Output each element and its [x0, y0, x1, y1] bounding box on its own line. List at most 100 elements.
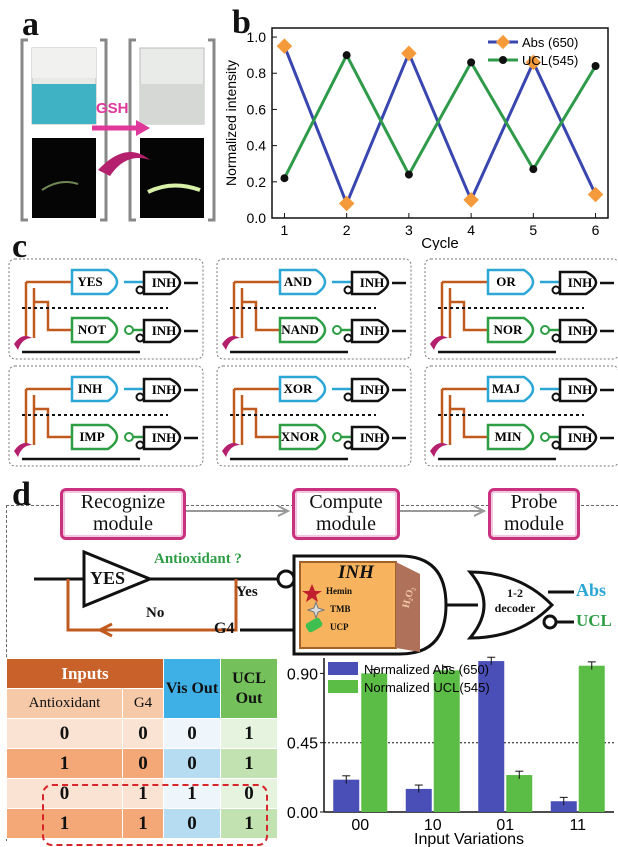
tmb-sparkle-icon	[306, 600, 326, 620]
legend-swatch	[328, 662, 358, 675]
bottom-gate-label: MIN	[495, 429, 522, 444]
arrow-icon	[277, 505, 291, 517]
bottom-gate-label: NOT	[78, 322, 107, 337]
bar	[333, 779, 360, 812]
inh-gate	[142, 377, 182, 403]
series-line	[283, 51, 597, 179]
inh-gate	[142, 318, 182, 344]
inverter-bubble	[276, 569, 296, 589]
inh-label: INH	[338, 562, 374, 583]
data-point	[591, 62, 600, 70]
y-tick-label: 0.0	[247, 210, 267, 226]
x-tick-label: 3	[405, 222, 413, 238]
ucp-label: UCP	[330, 622, 349, 632]
data-point	[463, 192, 479, 208]
x-tick-label: 4	[467, 222, 475, 238]
antioxidant-label: Antioxidant ?	[154, 551, 242, 567]
panel-label-b: b	[232, 4, 251, 41]
data-point	[404, 170, 413, 179]
truth-table-cell: 0	[163, 748, 221, 779]
truth-table-cell: 1	[220, 808, 278, 839]
truth-table-cell: 0	[6, 718, 123, 749]
ucl-output-label: UCL	[576, 611, 612, 630]
bottom-gate-label: NAND	[281, 322, 319, 337]
bottom-gate	[486, 423, 535, 451]
inh-gate-label: INH	[360, 430, 385, 445]
inh-gate	[558, 377, 598, 403]
y-tick-label: 0.2	[247, 174, 267, 190]
inh-gate	[350, 377, 390, 403]
inh-gate-label: INH	[568, 275, 593, 290]
panel-d-circuit	[34, 505, 574, 656]
x-tick-label: 11	[569, 817, 586, 834]
truth-table-cell: 0	[163, 808, 221, 839]
bar	[361, 673, 388, 812]
bar	[405, 788, 432, 812]
top-gate-label: YES	[77, 274, 102, 289]
x-axis-label: Input Variations	[414, 831, 524, 847]
recognize-module: Recognize module	[60, 488, 186, 540]
x-axis-label: Cycle	[421, 235, 459, 250]
top-gate	[278, 268, 327, 296]
bottom-gate	[70, 423, 119, 451]
data-point	[525, 54, 542, 71]
y-tick-label: 0.45	[287, 736, 318, 753]
inh-gate	[558, 425, 598, 451]
inh-gate-label: INH	[152, 323, 177, 338]
inh-gate	[558, 318, 598, 344]
crescent-icon	[14, 336, 32, 350]
x-tick-label: 1	[281, 222, 289, 238]
crescent-icon	[98, 152, 150, 176]
x-tick-label: 10	[424, 817, 442, 834]
bottom-gate	[70, 316, 119, 344]
truth-table-cell: 1	[6, 748, 123, 779]
y-tick-label: 0.8	[247, 65, 267, 81]
top-gate-label: INH	[78, 381, 103, 396]
ucl-photo-right	[140, 138, 204, 218]
inh-gate-label: INH	[568, 323, 593, 338]
y-tick-label: 0.4	[247, 138, 267, 154]
series-line	[283, 45, 597, 208]
top-gate-label: XOR	[284, 381, 314, 396]
panel-label-a: a	[22, 6, 39, 43]
truth-table-cell: 1	[220, 748, 278, 779]
x-tick-label: 6	[592, 222, 600, 238]
plot-frame	[271, 27, 609, 219]
legend-marker	[495, 34, 511, 50]
top-gate	[486, 268, 535, 296]
y-tick-label: 0.6	[247, 101, 267, 117]
inh-gate	[558, 270, 598, 296]
truth-table-cell: 0	[122, 718, 164, 749]
y-axis-label: Normalized intensity	[223, 60, 239, 186]
truth-table-cell: 0	[163, 718, 221, 749]
y-tick-label: 1.0	[247, 29, 267, 45]
header-antioxidant: Antioxidant	[6, 688, 123, 719]
bar	[433, 670, 460, 812]
inh-gate	[142, 270, 182, 296]
crescent-icon	[14, 443, 32, 457]
legend-swatch	[328, 680, 358, 693]
bottom-gate-label: NOR	[494, 322, 524, 337]
no-label: No	[146, 605, 165, 621]
truth-table-cell: 0	[6, 778, 123, 809]
header-inputs: Inputs	[6, 658, 164, 689]
left-bracket	[20, 38, 28, 222]
x-tick-label: 00	[351, 817, 369, 834]
ucl-photo-left	[32, 138, 96, 218]
bottom-gate	[278, 316, 327, 344]
probe-module: Probe module	[488, 488, 580, 540]
legend-label: Abs (650)	[522, 35, 578, 50]
inh-gate-label: INH	[568, 382, 593, 397]
data-point	[280, 174, 289, 183]
top-gate	[70, 268, 119, 296]
bottom-gate	[278, 423, 327, 451]
yes-path-label: Yes	[236, 584, 258, 600]
